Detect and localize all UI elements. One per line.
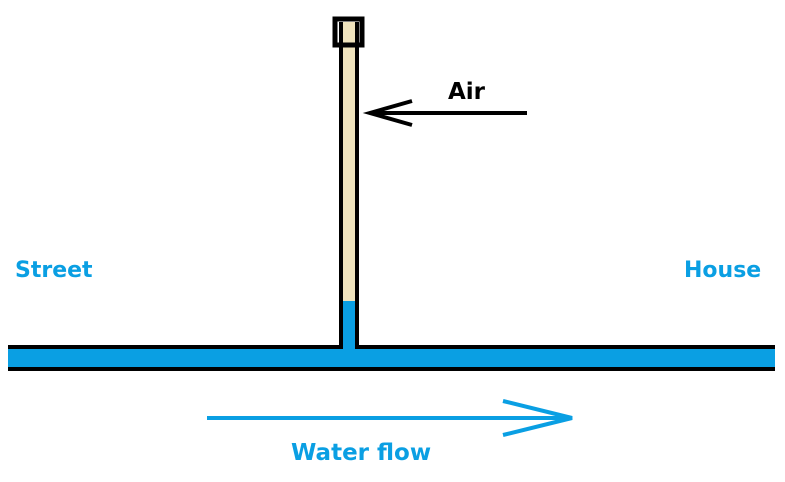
water-flow-arrow-head xyxy=(502,399,573,437)
water-flow-label: Water flow xyxy=(291,440,431,466)
pipe-water-fill xyxy=(8,347,775,369)
chamber-water-fill xyxy=(341,301,357,349)
air-chamber xyxy=(332,16,365,349)
air-arrow xyxy=(362,99,527,127)
house-label: House xyxy=(684,258,761,283)
air-label: Air xyxy=(448,79,486,105)
air-column-fill xyxy=(341,22,357,301)
chamber-cap xyxy=(332,16,365,48)
water-pipe xyxy=(8,345,775,371)
street-label: Street xyxy=(15,258,93,283)
air-arrow-head xyxy=(362,99,413,127)
water-flow-arrow xyxy=(207,399,573,437)
